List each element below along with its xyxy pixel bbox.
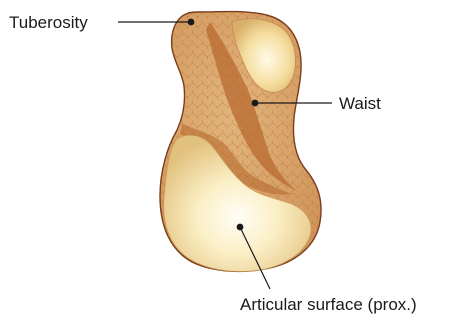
waist-dot	[252, 100, 259, 107]
label-waist: Waist	[339, 94, 381, 113]
articular-dot	[237, 224, 244, 231]
tuberosity-dot	[188, 19, 195, 26]
label-tuberosity: Tuberosity	[9, 13, 88, 32]
label-articular-surface: Articular surface (prox.)	[240, 295, 417, 314]
